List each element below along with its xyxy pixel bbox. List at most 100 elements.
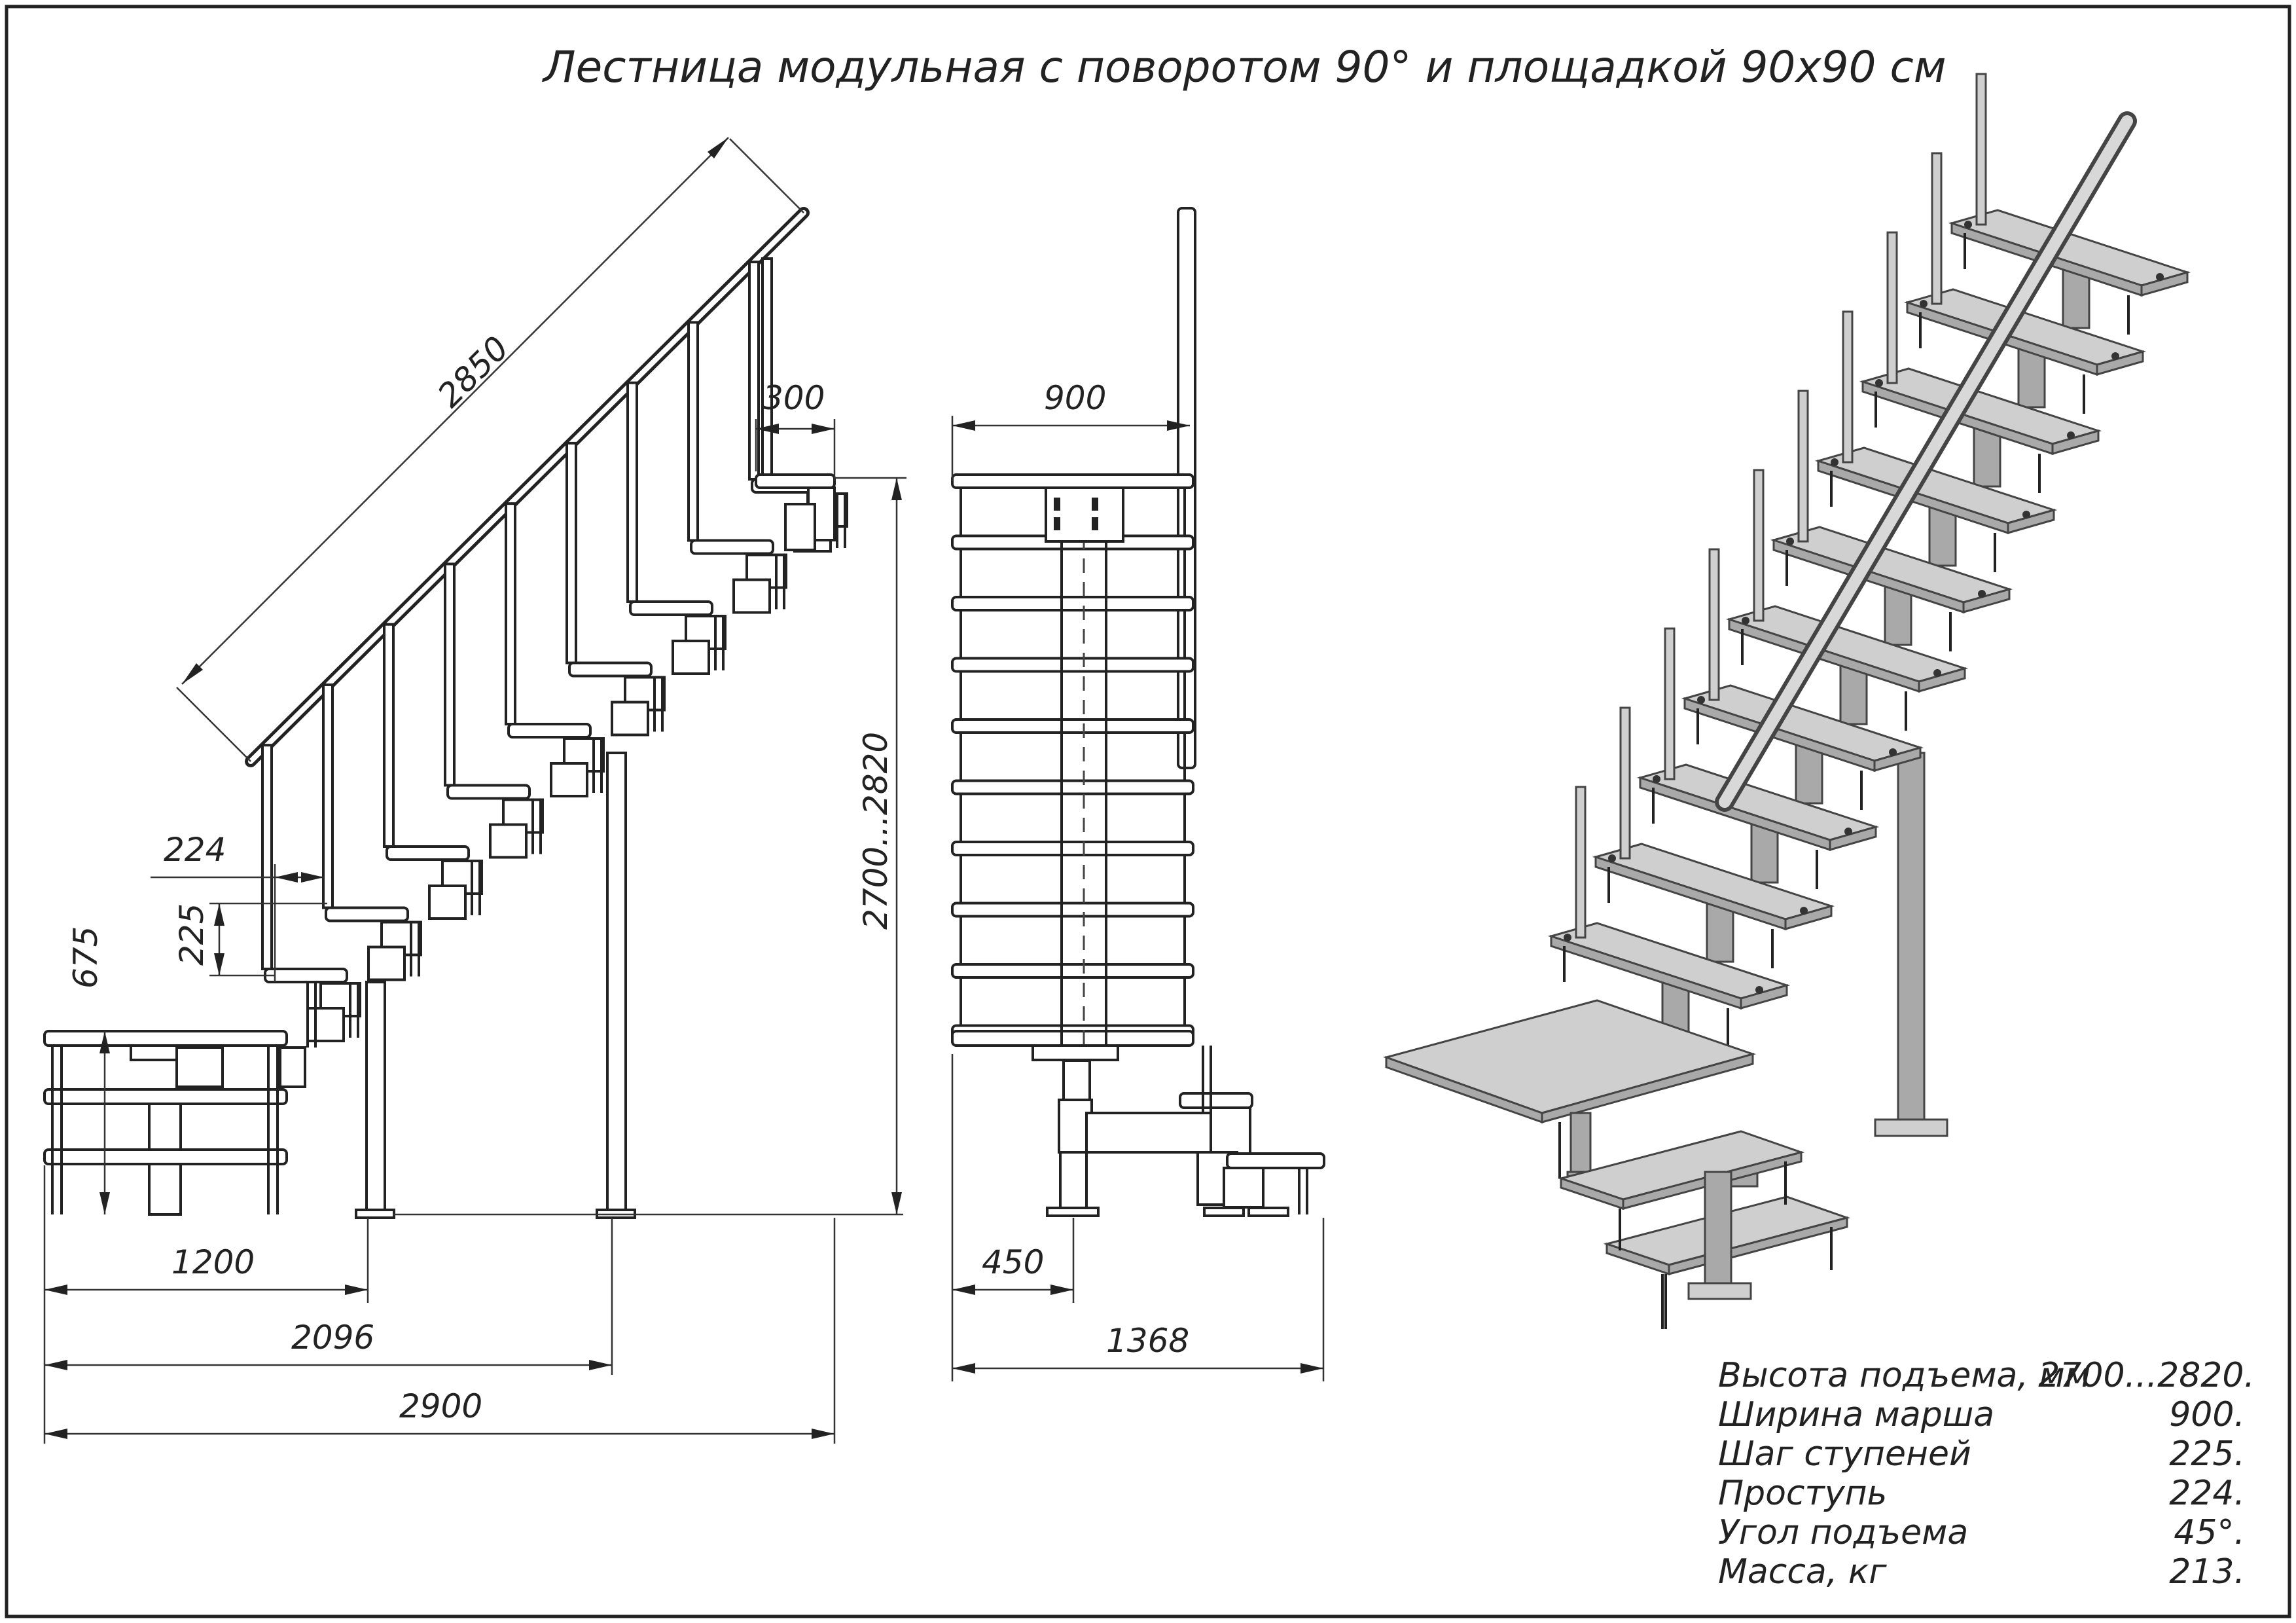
landing-block [43, 1030, 306, 1216]
iso-baluster [1708, 548, 1720, 701]
spec-label-2: Ширина марша [1718, 1395, 1994, 1434]
dim-300: 300 [762, 379, 825, 417]
bracket [611, 701, 649, 737]
bolt [1608, 854, 1616, 862]
dim-675: 675 [67, 926, 105, 989]
spec-table: Высота подъема, мм 2700...2820. Ширина м… [1718, 1356, 2255, 1592]
bolt [1755, 986, 1763, 994]
baluster [261, 744, 273, 970]
spec-label-3: Шаг ступеней [1718, 1434, 1971, 1474]
tread [446, 784, 531, 800]
front-view [951, 207, 1325, 1217]
dim-225: 225 [173, 903, 211, 966]
support-post-1 [365, 981, 386, 1219]
dim-224: 224 [164, 831, 226, 869]
bracket [732, 578, 771, 614]
bracket [367, 945, 406, 981]
spec-label-6: Масса, кг [1718, 1552, 1887, 1592]
tread-side [1740, 984, 1788, 1010]
bolt [1978, 590, 1986, 598]
baluster [687, 321, 699, 542]
tread [264, 968, 348, 983]
iso-balusters [1575, 73, 1987, 939]
baluster [383, 623, 395, 848]
dim-2900: 2900 [399, 1387, 482, 1425]
support-post-2 [606, 752, 627, 1219]
sheet-frame [5, 5, 2291, 1618]
bolt [1564, 934, 1571, 941]
iso-baluster [1975, 73, 1987, 226]
front-treads [951, 473, 1194, 1047]
bolt [1831, 458, 1839, 466]
bolt [1742, 617, 1749, 625]
iso-baluster [1842, 310, 1854, 464]
tread-side [1829, 826, 1877, 851]
bolt [1844, 828, 1852, 835]
spec-value-2: 900. [2169, 1395, 2245, 1434]
isometric-view [1382, 73, 2191, 1329]
baluster [761, 257, 773, 476]
tread-side [2051, 429, 2100, 455]
spec-value-6: 213. [2169, 1552, 2245, 1592]
dim-450: 450 [982, 1243, 1044, 1281]
bolt [1920, 300, 1928, 308]
iso-baluster [1886, 231, 1898, 384]
baluster [322, 683, 334, 909]
bolt [1786, 538, 1794, 545]
dim-1368: 1368 [1106, 1322, 1189, 1360]
dim-2700-2820: 2700...2820 [857, 732, 895, 930]
baluster [626, 381, 638, 603]
tread [325, 906, 409, 922]
iso-baluster [1753, 469, 1765, 622]
iso-baluster [1664, 627, 1676, 780]
iso-baluster [1619, 706, 1631, 860]
iso-baluster [1931, 152, 1943, 305]
iso-lower-steps [1557, 1130, 1851, 1329]
baluster [505, 502, 516, 726]
tread [951, 718, 1194, 734]
tread [951, 596, 1194, 611]
bracket [550, 762, 588, 797]
spec-value-3: 225. [2169, 1434, 2245, 1474]
tread-side [1873, 746, 1922, 772]
baluster [444, 562, 456, 787]
spec-value-4: 224. [2169, 1474, 2245, 1513]
tread [951, 963, 1194, 979]
bolt [2156, 273, 2164, 281]
bracket [306, 1007, 345, 1042]
tread [951, 779, 1194, 795]
front-dimensions: 900 450 1368 [951, 379, 1325, 1381]
tread [951, 657, 1194, 673]
bolt [2111, 352, 2119, 360]
side-treads [264, 473, 848, 1042]
tread-side [1784, 905, 1833, 930]
bolt [1653, 775, 1660, 783]
iso-baluster [1797, 390, 1809, 543]
tread [568, 661, 653, 678]
side-view [43, 207, 903, 1219]
dim-2096: 2096 [291, 1319, 374, 1357]
dim-1200: 1200 [171, 1243, 255, 1281]
tread-side [2096, 350, 2144, 376]
tread-side [1962, 588, 2011, 613]
bracket [672, 640, 710, 675]
bolt [1964, 221, 1972, 228]
tread [690, 539, 774, 555]
tread [951, 902, 1194, 918]
iso-baluster [1575, 786, 1587, 939]
tread [386, 845, 470, 861]
bolt [1889, 748, 1897, 756]
bracket [428, 884, 467, 920]
tread [629, 600, 713, 616]
tread-side [2140, 271, 2189, 297]
baluster [565, 441, 577, 665]
dim-900: 900 [1044, 379, 1106, 417]
tread [951, 1030, 1194, 1047]
iso-treads [1547, 209, 2191, 1048]
bolt [2067, 431, 2075, 439]
spec-value-1: 2700...2820. [2038, 1356, 2255, 1395]
spec-label-5: Угол подъема [1718, 1513, 1968, 1552]
tread [951, 473, 1194, 489]
tread-side [1918, 667, 1966, 693]
